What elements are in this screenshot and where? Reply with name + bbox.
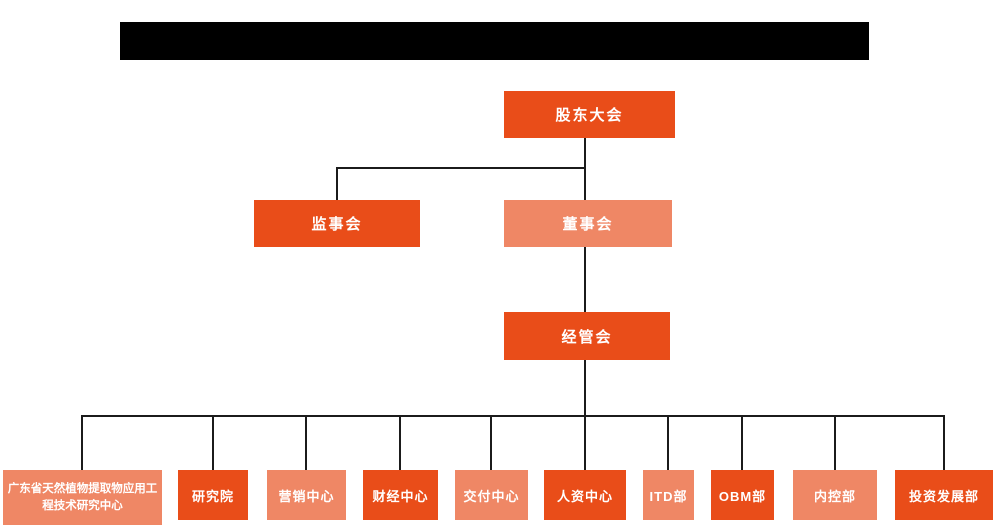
connector-supervisory-drop xyxy=(336,167,338,200)
connector-dept-drop xyxy=(81,415,83,470)
connector-dept-drop xyxy=(584,415,586,470)
redacted-title-bar xyxy=(120,22,869,60)
node-shareholders-meeting: 股东大会 xyxy=(504,91,675,138)
connector-dept-drop xyxy=(667,415,669,470)
connector-dept-drop xyxy=(212,415,214,470)
connector-dept-drop xyxy=(741,415,743,470)
node-dept-marketing-center: 营销中心 xyxy=(267,470,346,520)
connector-management-down xyxy=(584,360,586,416)
node-dept-research-center: 广东省天然植物提取物应用工程技术研究中心 xyxy=(3,470,162,525)
node-dept-research-institute: 研究院 xyxy=(178,470,248,520)
connector-branch-horizontal xyxy=(336,167,586,169)
node-dept-hr-center: 人资中心 xyxy=(544,470,626,520)
connector-dept-drop xyxy=(834,415,836,470)
node-dept-obm: OBM部 xyxy=(711,470,774,520)
node-dept-finance-center: 财经中心 xyxy=(363,470,438,520)
node-management-committee: 经管会 xyxy=(504,312,670,360)
node-dept-investment-development: 投资发展部 xyxy=(895,470,993,520)
node-supervisory-board: 监事会 xyxy=(254,200,420,247)
connector-dept-drop xyxy=(305,415,307,470)
connector-board-management xyxy=(584,247,586,312)
connector-dept-drop xyxy=(399,415,401,470)
connector-departments-horizontal xyxy=(81,415,945,417)
connector-dept-drop xyxy=(943,415,945,470)
node-dept-delivery-center: 交付中心 xyxy=(455,470,528,520)
node-dept-itd: ITD部 xyxy=(643,470,694,520)
connector-dept-drop xyxy=(490,415,492,470)
connector-shareholders-down xyxy=(584,138,586,201)
node-board-of-directors: 董事会 xyxy=(504,200,672,247)
node-dept-internal-control: 内控部 xyxy=(793,470,877,520)
